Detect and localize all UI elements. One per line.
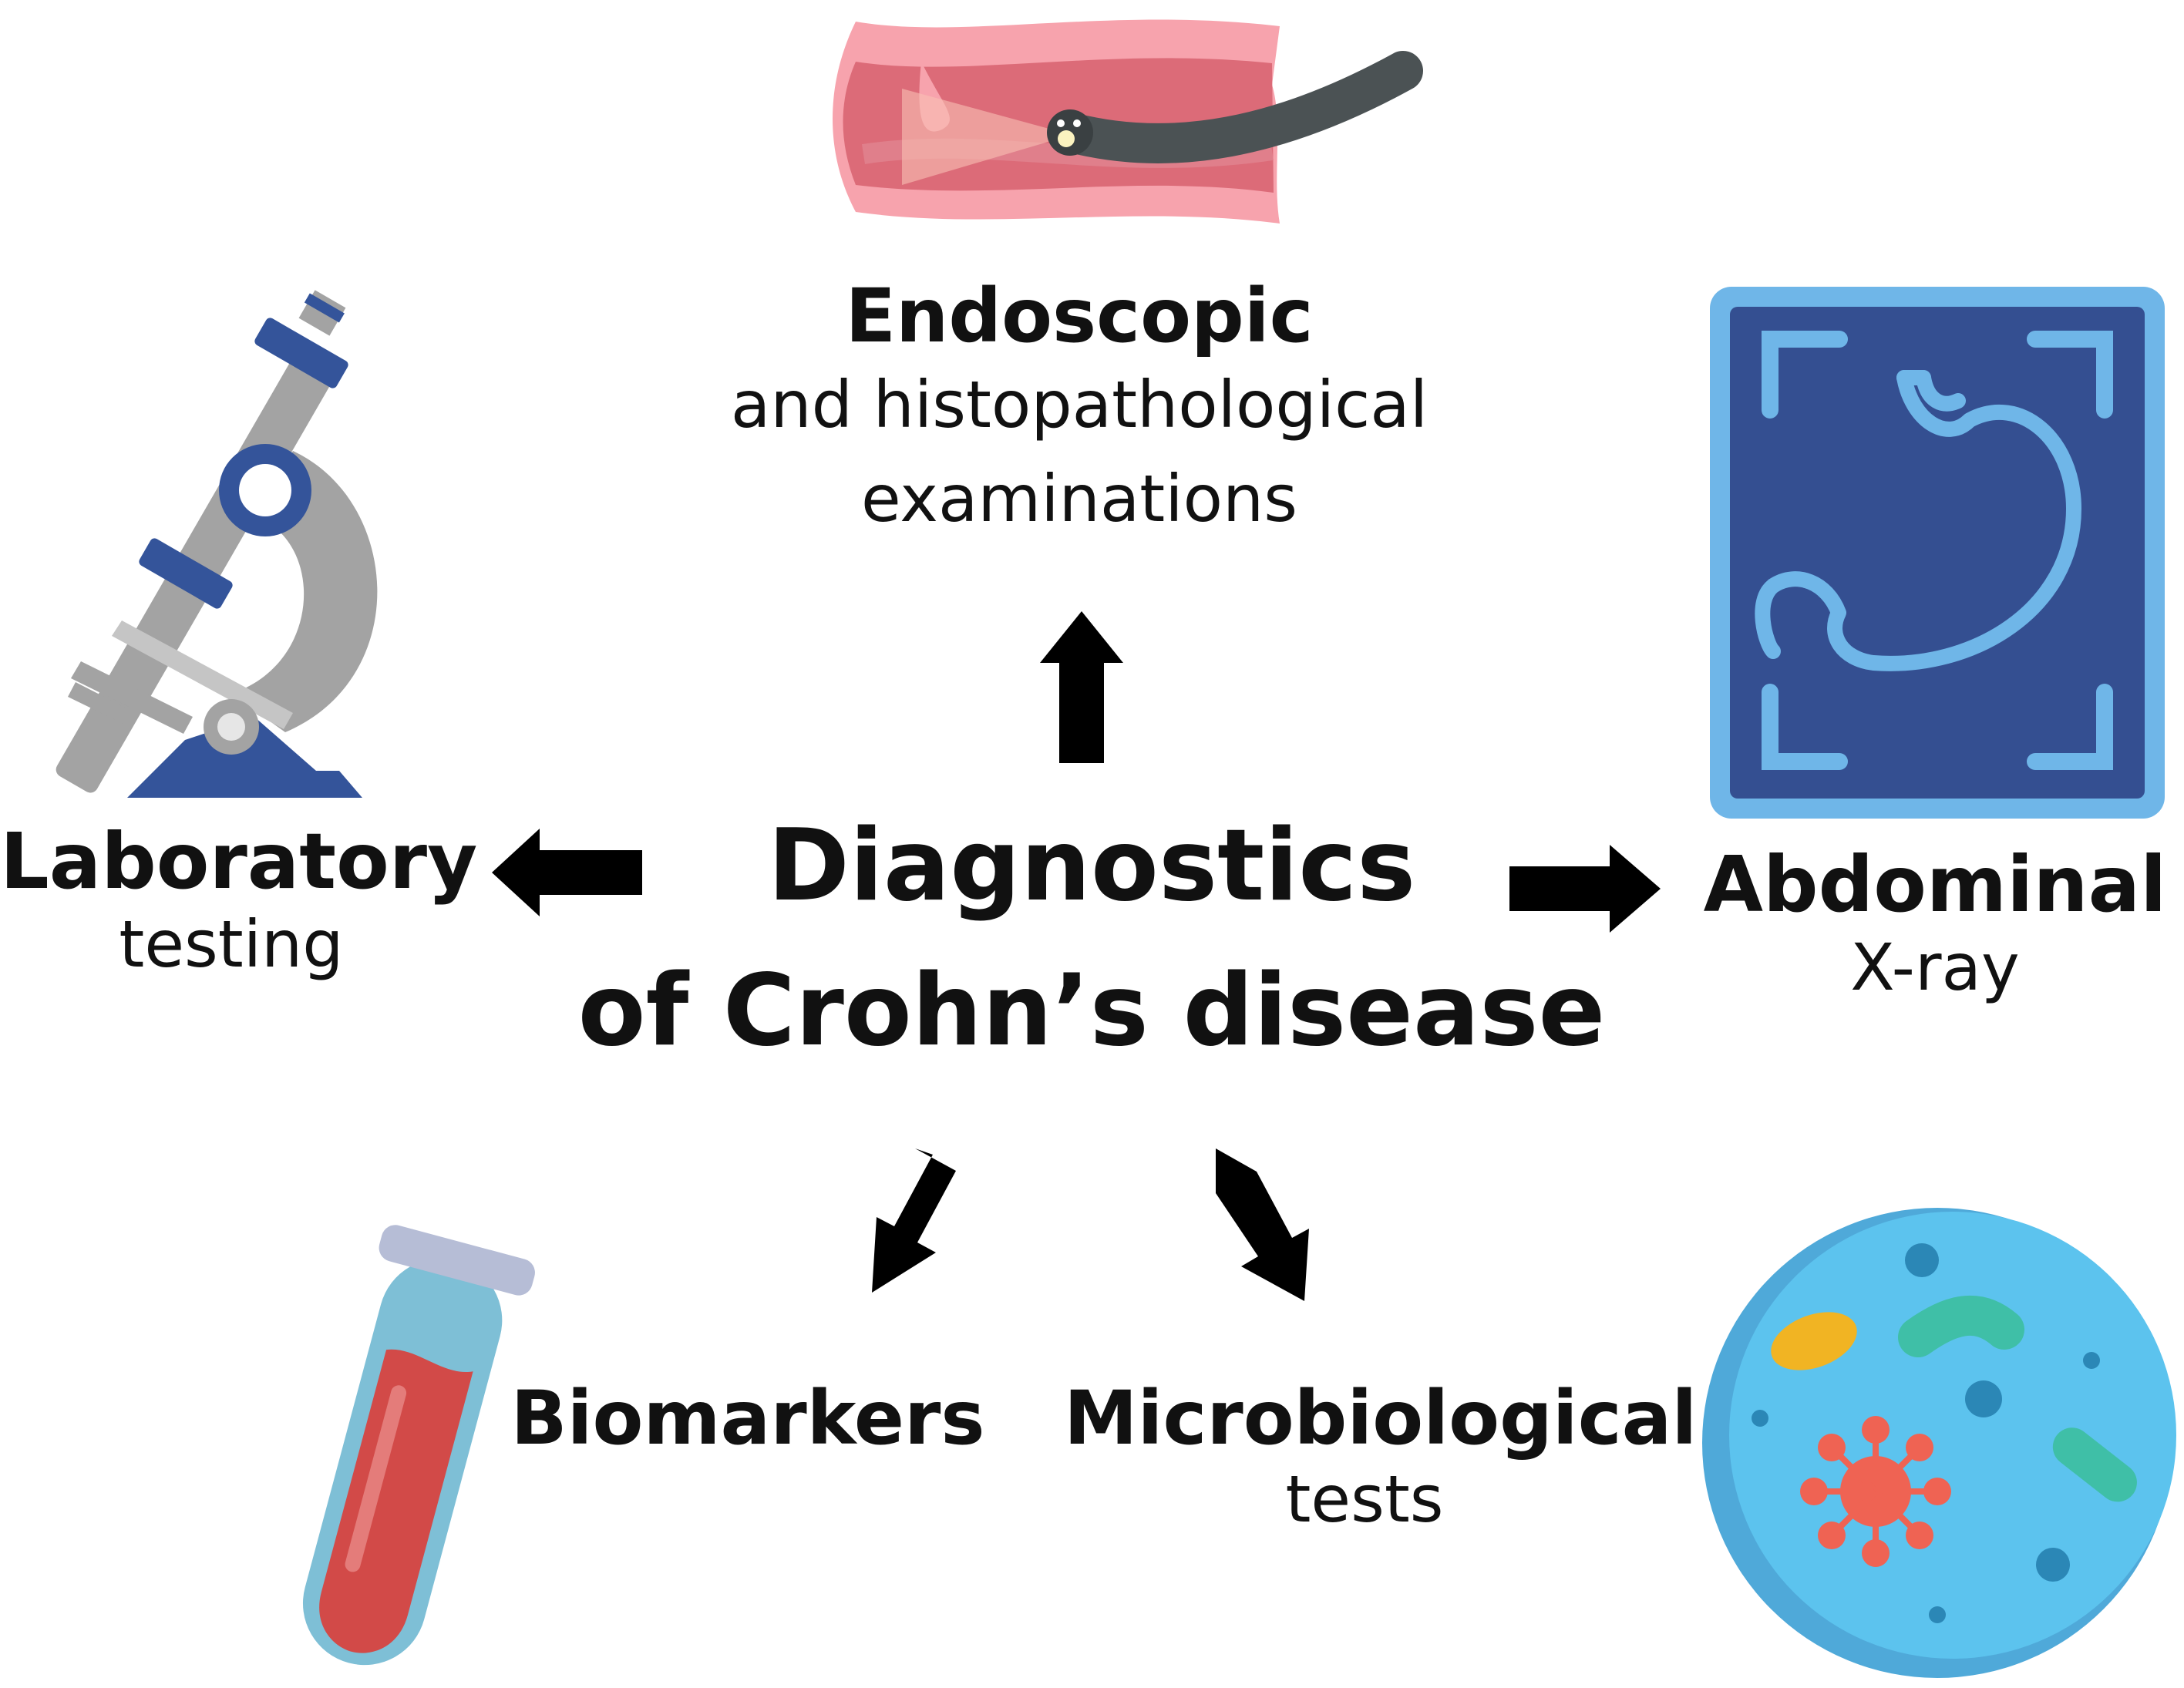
node-endoscopic: Endoscopic and histopathological examina…	[540, 274, 1619, 546]
blood-test-tube-icon	[302, 1225, 535, 1666]
arrow-to-abdominal	[1509, 845, 1661, 933]
microbiological-subtitle: tests	[1285, 1461, 1444, 1538]
laboratory-title: Laboratory	[0, 816, 478, 906]
central-title-line2: of Crohn’s disease	[577, 953, 1606, 1069]
node-microbiological: Microbiological tests	[1064, 1375, 1698, 1538]
microscope-icon	[56, 290, 378, 798]
endoscopic-subtitle-1: and histopathological	[730, 367, 1429, 443]
central-title-line1: Diagnostics	[767, 809, 1416, 923]
laboratory-subtitle: testing	[119, 906, 344, 982]
node-laboratory: Laboratory testing	[0, 816, 478, 984]
stomach-xray-icon	[1710, 287, 2165, 819]
central-title: Diagnostics of Crohn’s disease	[475, 794, 1708, 1084]
arrow-to-microbiological	[1216, 1148, 1309, 1301]
biomarkers-title: Biomarkers	[510, 1375, 985, 1461]
microbiological-title: Microbiological	[1064, 1375, 1698, 1461]
arrow-to-biomarkers	[872, 1148, 956, 1293]
petri-dish-microbes-icon	[1702, 1208, 2176, 1678]
endoscopic-subtitle-2: examinations	[861, 461, 1297, 537]
abdominal-title: Abdominal	[1703, 839, 2167, 930]
endoscopic-title: Endoscopic	[845, 273, 1314, 359]
arrow-to-laboratory	[492, 829, 642, 916]
node-biomarkers: Biomarkers	[478, 1376, 1018, 1461]
node-abdominal: Abdominal X-ray	[1696, 840, 2174, 1007]
arrow-to-endoscopic	[1040, 611, 1123, 763]
endoscope-in-intestine-icon	[833, 19, 1423, 224]
abdominal-subtitle: X-ray	[1850, 930, 2020, 1005]
